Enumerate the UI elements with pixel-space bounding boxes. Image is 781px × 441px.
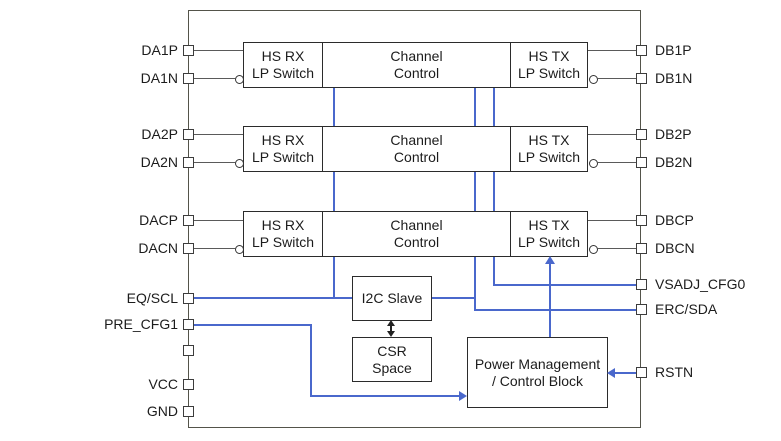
pin-label: DACN [138,240,178,256]
i2c-slave-block: I2C Slave [352,276,432,321]
wire-bus3-seg1 [493,88,495,126]
pin-label: DA1P [141,42,178,58]
block-label: Channel [390,132,443,148]
block-label: / Control Block [491,372,584,389]
wire-pre-cfg1-h2 [310,395,459,397]
channel-control-block-1: Channel Control [322,42,511,88]
wire-bus1-seg2 [333,172,335,211]
pin-label: DACP [139,212,178,228]
hs-tx-lp-switch-block-2: HS TX LP Switch [510,126,588,172]
block-label: Channel [390,217,443,233]
pin-label: RSTN [655,364,694,380]
hs-rx-lp-switch-block-1: HS RX LP Switch [243,42,323,88]
wire-i2c-csr [390,325,392,333]
wire-pre-cfg1-h1 [194,324,311,326]
wire-rstn [614,372,636,374]
pin-label: DB2P [655,126,692,142]
hs-tx-lp-switch-block-3: HS TX LP Switch [510,211,588,257]
block-label: Control [393,149,440,165]
block-label: HS RX [261,217,305,233]
power-management-block: Power Management / Control Block [467,337,608,408]
channel-row-2: HS RX LP Switch Channel Control HS TX LP… [243,126,588,172]
block-label: CSR [377,342,407,359]
hs-tx-lp-switch-block-1: HS TX LP Switch [510,42,588,88]
wire-pm-to-hstx [549,263,551,337]
block-label: Channel [390,48,443,64]
block-label: LP Switch [252,149,314,165]
pin-label: DA2P [141,126,178,142]
pin-label: VCC [148,376,178,392]
wire-bus2-seg2 [474,172,476,211]
wire-eqscl-to-i2c [194,297,352,299]
block-label: HS TX [528,48,570,64]
block-label: HS RX [261,48,305,64]
wire-erc-sda [474,309,636,311]
wire-bus1-seg3 [333,257,335,298]
pin-label: DB1N [655,70,693,86]
pin-label: DBCP [655,212,694,228]
pin-label: PRE_CFG1 [104,316,178,332]
channel-control-block-3: Channel Control [322,211,511,257]
pin-label: VSADJ_CFG0 [655,276,746,292]
channel-control-block-2: Channel Control [322,126,511,172]
pin-label: ERC/SDA [655,301,718,317]
arrowhead-pre-cfg1 [459,391,467,401]
arrowhead-i2c-csr-up [387,320,395,326]
wire-bus3-seg3 [493,257,495,285]
block-label: LP Switch [252,234,314,250]
channel-row-3: HS RX LP Switch Channel Control HS TX LP… [243,211,588,257]
pin-label: DA1N [140,70,178,86]
block-label: HS TX [528,132,570,148]
pin-label: EQ/SCL [126,290,178,306]
block-label: Space [372,359,412,376]
wire-bus2-seg1 [474,88,476,126]
pin-label: DA2N [140,154,178,170]
wire-i2c-to-bus [432,297,476,299]
block-label: Power Management [474,355,601,372]
block-label: LP Switch [252,65,314,81]
arrowhead-pm-to-hstx [545,256,555,264]
wire-bus3-seg2 [493,172,495,211]
block-label: Control [393,234,440,250]
block-label: Control [393,65,440,81]
block-label: HS RX [261,132,305,148]
channel-row-1: HS RX LP Switch Channel Control HS TX LP… [243,42,588,88]
arrowhead-rstn [607,368,615,378]
csr-space-block: CSR Space [352,337,432,382]
pin-label: DBCN [655,240,695,256]
hs-rx-lp-switch-block-2: HS RX LP Switch [243,126,323,172]
block-label: LP Switch [518,149,580,165]
arrowhead-i2c-csr-down [387,331,395,337]
pin-label: DB1P [655,42,692,58]
wire-bus1-seg1 [333,88,335,126]
block-label: LP Switch [518,234,580,250]
wire-bus2-seg3 [474,257,476,310]
hs-rx-lp-switch-block-3: HS RX LP Switch [243,211,323,257]
block-label: I2C Slave [361,290,423,306]
wire-pre-cfg1-v [310,324,312,396]
wire-vsadj-cfg0 [493,284,636,286]
block-label: LP Switch [518,65,580,81]
pin-label: DB2N [655,154,693,170]
pin-label: GND [146,403,178,419]
block-label: HS TX [528,217,570,233]
